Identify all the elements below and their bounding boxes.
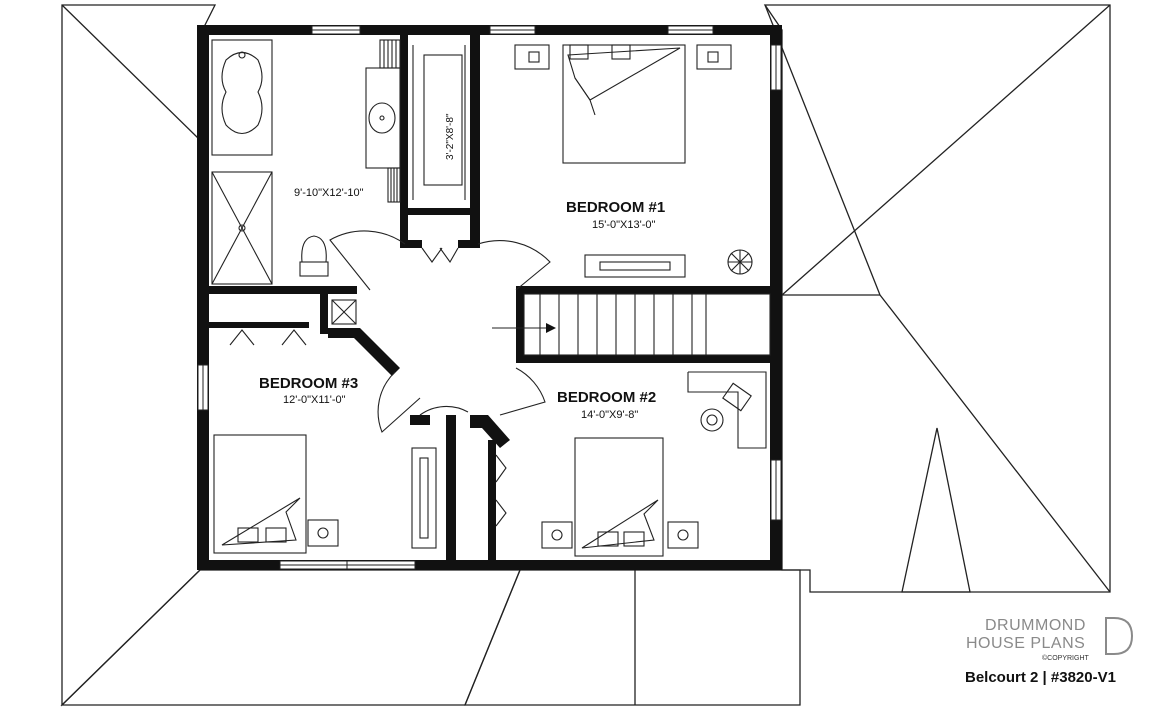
roof-right xyxy=(763,4,1111,593)
bedroom-2-dimensions: 14'-0"X9'-8" xyxy=(581,409,638,421)
bath-dimensions: 9'-10"X12'-10" xyxy=(294,187,364,199)
toilet xyxy=(299,235,329,277)
desk xyxy=(687,371,767,449)
bedroom-3-name: BEDROOM #3 xyxy=(259,375,358,392)
closet-dimensions: 3'-2"X8'-8" xyxy=(445,113,456,160)
shower xyxy=(211,171,273,285)
walk-in-closet: 3'-2"X8'-8" xyxy=(412,45,466,264)
hall-doors xyxy=(329,230,551,433)
copyright-label: ©COPYRIGHT xyxy=(1042,654,1089,662)
bedroom-2: BEDROOM #2 14'-0"X9'-8" xyxy=(495,371,767,557)
plan-caption: Belcourt 2 | #3820-V1 xyxy=(965,669,1116,686)
bedroom-1-name: BEDROOM #1 xyxy=(566,199,665,216)
bedroom-3-dimensions: 12'-0"X11'-0" xyxy=(283,394,346,406)
windows xyxy=(197,25,782,570)
brand-line-2: HOUSE PLANS xyxy=(966,635,1085,652)
bathtub xyxy=(211,39,273,156)
bedroom-2-name: BEDROOM #2 xyxy=(557,389,656,406)
mechanical-chase xyxy=(331,299,357,325)
vanity xyxy=(365,39,401,203)
bedroom-3: BEDROOM #3 12'-0"X11'-0" xyxy=(213,329,437,554)
brand-logo: DRUMMOND HOUSE PLANS ©COPYRIGHT xyxy=(966,617,1134,662)
roof-bottom xyxy=(60,569,801,706)
bedroom-1: BEDROOM #1 15'-0"X13'-0" xyxy=(514,44,753,278)
brand-line-1: DRUMMOND xyxy=(985,617,1086,634)
logo-d-icon xyxy=(1105,617,1134,655)
stairs xyxy=(492,293,771,356)
plant-icon xyxy=(727,249,753,275)
interior-walls xyxy=(197,35,770,570)
roof-left xyxy=(61,4,217,707)
bedroom-1-dimensions: 15'-0"X13'-0" xyxy=(592,219,655,231)
